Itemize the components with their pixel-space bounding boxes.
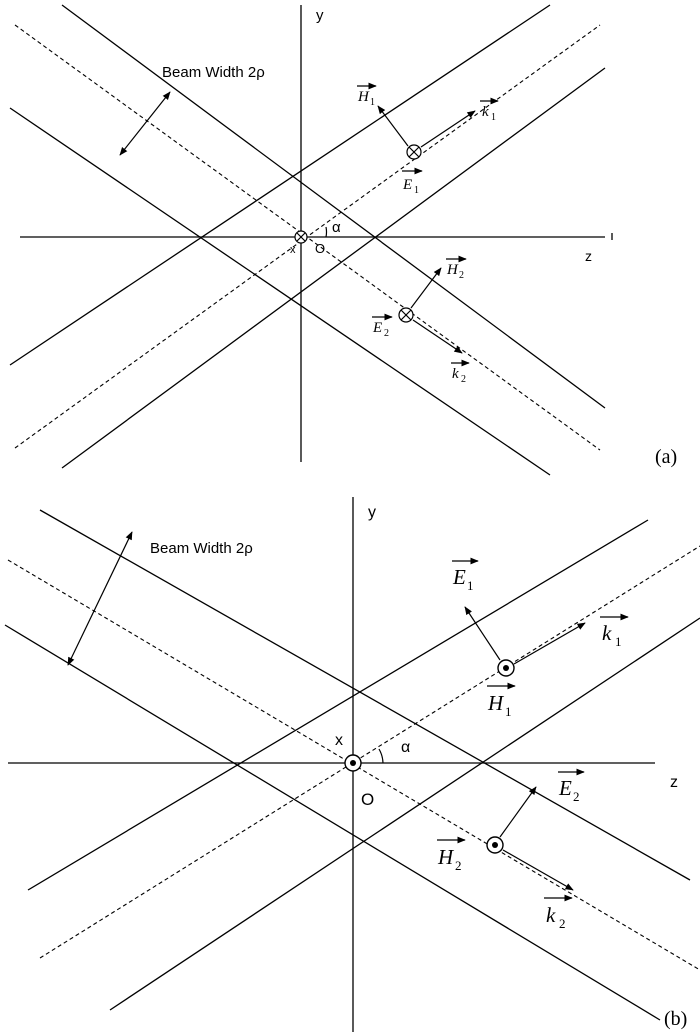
origin-label-a: O xyxy=(315,241,325,256)
beam1-edge-upper-b xyxy=(27,519,649,891)
origin-label-b: O xyxy=(361,790,374,809)
y-axis-label-b: y xyxy=(368,504,376,521)
svg-text:2: 2 xyxy=(461,374,466,385)
y-axis-label-a: y xyxy=(316,7,324,24)
svg-text:1: 1 xyxy=(615,634,622,649)
beam-width-label-b: Beam Width 2ρ xyxy=(150,540,253,557)
svg-text:k: k xyxy=(546,903,556,927)
label-k2-b: k 2 xyxy=(544,894,573,931)
x-axis-label-b: x xyxy=(335,732,343,749)
svg-text:H: H xyxy=(487,691,505,715)
x-axis-label-a: x xyxy=(290,244,296,256)
beam2-edge-lower-b xyxy=(4,624,661,1021)
label-k2-a: k 2 xyxy=(451,359,470,385)
z-axis-label-b: z xyxy=(670,774,678,791)
panel-a: Beam Width 2ρ y z x O α H 1 k 1 E 1 H 2 … xyxy=(9,4,677,476)
angle-arc-b xyxy=(378,748,384,764)
svg-text:2: 2 xyxy=(559,916,566,931)
beam1-edge-upper-a xyxy=(9,4,551,366)
label-k1-a: k 1 xyxy=(480,97,499,123)
beam-width-arrow-b xyxy=(67,531,133,666)
svg-text:E: E xyxy=(452,565,466,589)
k1-arrow-a xyxy=(420,110,476,148)
svg-text:1: 1 xyxy=(491,112,496,123)
beam1-edge-lower-b xyxy=(109,617,700,1011)
svg-text:k: k xyxy=(452,366,459,382)
label-H1-b: H 1 xyxy=(487,682,516,719)
z-axis-label-a: z xyxy=(585,248,592,264)
label-E2-b: E 2 xyxy=(558,768,585,804)
E2-arrow-b xyxy=(499,786,537,838)
svg-text:1: 1 xyxy=(414,185,419,196)
label-E2-a: E 2 xyxy=(372,313,393,339)
beam2-edge-lower-a xyxy=(9,107,551,476)
caption-a: (a) xyxy=(655,446,677,468)
panel-b: Beam Width 2ρ y z x O α E 1 k 1 H 1 E 2 … xyxy=(4,497,700,1032)
label-H2-a: H 2 xyxy=(446,255,467,281)
svg-text:k: k xyxy=(602,621,612,645)
caption-b: (b) xyxy=(664,1008,687,1030)
svg-text:2: 2 xyxy=(573,789,580,804)
beam2-edge-upper-b xyxy=(39,509,691,881)
svg-text:E: E xyxy=(558,776,572,800)
label-H2-b: H 2 xyxy=(437,836,466,873)
E1-arrow-b xyxy=(464,606,501,661)
label-E1-a: E 1 xyxy=(402,167,423,196)
svg-text:H: H xyxy=(446,262,459,278)
beam1-center-b xyxy=(39,545,700,959)
angle-label-a: α xyxy=(332,219,341,236)
svg-text:k: k xyxy=(482,104,489,120)
beam1-edge-lower-a xyxy=(61,67,606,469)
label-E1-b: E 1 xyxy=(452,557,479,593)
svg-text:E: E xyxy=(372,320,382,336)
H1-arrow-a xyxy=(377,105,409,147)
beam-width-arrow-a xyxy=(119,91,171,156)
k2-arrow-a xyxy=(412,319,463,354)
H2-arrow-a xyxy=(410,267,442,309)
svg-text:2: 2 xyxy=(455,858,462,873)
beam2-edge-upper-a xyxy=(61,4,606,409)
svg-text:2: 2 xyxy=(384,328,389,339)
beam-width-label-a: Beam Width 2ρ xyxy=(162,64,265,81)
svg-text:E: E xyxy=(402,177,412,193)
svg-text:H: H xyxy=(357,89,370,105)
k1-arrow-b xyxy=(513,622,586,665)
angle-arc-a xyxy=(325,226,328,238)
svg-text:1: 1 xyxy=(505,704,512,719)
svg-text:2: 2 xyxy=(459,270,464,281)
label-H1-a: H 1 xyxy=(357,82,377,108)
beam2-center-a xyxy=(14,24,601,451)
svg-text:1: 1 xyxy=(467,578,474,593)
k2-arrow-b xyxy=(502,849,574,891)
label-k1-b: k 1 xyxy=(600,613,629,649)
angle-label-b: α xyxy=(401,739,410,756)
svg-text:H: H xyxy=(437,845,455,869)
svg-text:1: 1 xyxy=(370,97,375,108)
